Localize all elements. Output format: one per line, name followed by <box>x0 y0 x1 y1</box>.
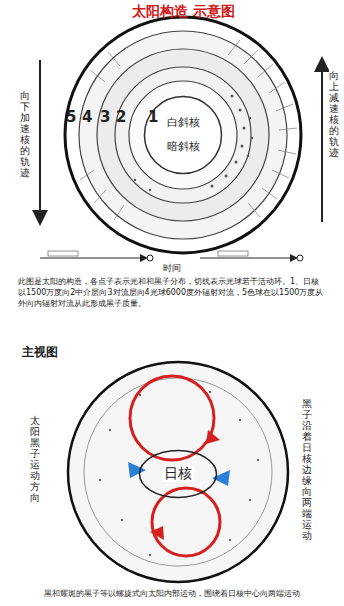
hatch <box>272 170 289 178</box>
hatch <box>94 190 106 203</box>
dot <box>231 95 234 98</box>
core-ellipse: 日核 <box>138 449 218 499</box>
timeline <box>40 258 146 259</box>
dot <box>249 499 251 501</box>
down-arrow <box>39 60 41 222</box>
side-note: 向上减速核的轨迹 <box>329 70 339 158</box>
node-content: 日核 <box>138 449 218 499</box>
node-shape <box>140 451 217 498</box>
main-sun-inner-ring <box>84 378 272 566</box>
timeline-point <box>147 255 153 261</box>
dot <box>211 185 214 188</box>
timeline <box>200 258 296 259</box>
main-dots <box>99 391 259 556</box>
callout-number: 1 <box>148 108 158 126</box>
dot <box>239 109 242 112</box>
blue-arrow <box>212 470 230 486</box>
ring-2 <box>129 81 237 189</box>
red-arrow-head <box>206 430 220 444</box>
hatch <box>262 188 277 199</box>
hatch <box>114 205 124 220</box>
callout-number: 5 <box>66 108 76 126</box>
red-arrow-head <box>150 526 164 540</box>
view-heading: 主视图 <box>22 344 58 361</box>
dot <box>229 539 231 541</box>
side-note: 黑子沿着日核边缘向两端运动 <box>302 398 312 541</box>
callout-number: 3 <box>100 108 110 126</box>
hatch <box>248 203 260 217</box>
hatch <box>244 50 258 64</box>
description-note: 此图是太阳的构造，各点子表示光和和黑子分布，切线表示光球若干活动环。1、日核以1… <box>18 276 326 310</box>
side-note: 太阳黑子运动方向 <box>30 415 40 503</box>
outer-ring <box>65 17 301 253</box>
core-circle: 白斜核暗斜核 <box>143 95 223 175</box>
hatch <box>276 104 293 111</box>
caption: 黑和耀斑的黑子等以螺旋式向太阳内部运动，围绕着日核中心向两端运动 <box>7 589 337 598</box>
callout-number: 4 <box>82 108 92 126</box>
dot <box>134 179 136 181</box>
red-loop-upper <box>130 376 214 460</box>
dot <box>121 519 123 521</box>
dot <box>225 175 228 178</box>
timeline-box <box>218 251 248 256</box>
ring-4 <box>97 49 269 221</box>
dot <box>149 554 151 556</box>
dot <box>209 391 211 393</box>
dot <box>239 419 241 421</box>
dot <box>99 479 101 481</box>
dot <box>241 145 244 148</box>
timeline-point <box>297 255 303 261</box>
dot <box>235 161 238 164</box>
main-sun-outline <box>68 362 288 582</box>
dot <box>149 189 151 191</box>
dot <box>251 137 253 139</box>
granule-dots <box>134 95 253 192</box>
timeline-box <box>48 251 78 256</box>
dot <box>257 459 259 461</box>
hatch <box>258 64 273 77</box>
node-content: 白斜核暗斜核 <box>143 95 223 175</box>
hatch <box>269 82 285 93</box>
node-text: 日核 <box>162 466 194 481</box>
hatch <box>278 150 296 154</box>
node-outline <box>143 95 223 175</box>
title: 太阳构造 示意图 <box>132 3 235 21</box>
ring-hatching <box>80 40 297 220</box>
ring-3 <box>115 67 251 203</box>
node-text: 暗斜核 <box>165 141 202 153</box>
up-arrow <box>321 60 323 222</box>
side-note: 向下加速核的轨迹 <box>20 90 30 178</box>
hatch <box>279 128 297 130</box>
red-loop-lower <box>152 488 220 556</box>
dot <box>109 429 111 431</box>
node-shape <box>145 97 222 174</box>
hatch <box>108 52 120 66</box>
callout-number: 2 <box>116 108 126 126</box>
dot <box>247 155 249 157</box>
node-text: 白斜核 <box>165 117 202 129</box>
dot <box>249 117 251 119</box>
hatch <box>90 70 105 82</box>
hatch <box>80 170 94 180</box>
ring-5 <box>79 31 287 239</box>
axis-label: 时间 <box>163 262 181 275</box>
dot <box>243 127 246 130</box>
hatch <box>228 40 240 55</box>
